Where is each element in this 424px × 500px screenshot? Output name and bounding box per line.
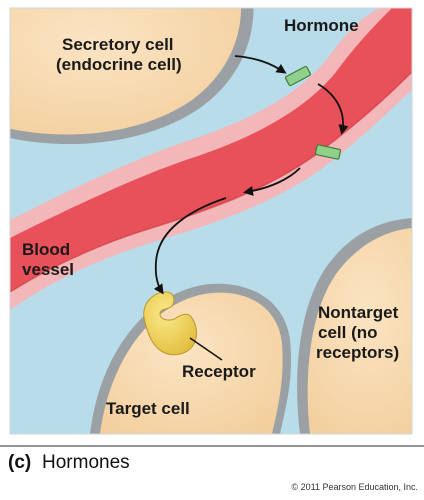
- blood-vessel-label-line1: Blood: [22, 240, 70, 259]
- nontarget-cell-label-line3: receptors): [316, 343, 399, 362]
- diagram-panel: Secretory cell (endocrine cell) Hormone …: [10, 8, 412, 434]
- receptor: [143, 291, 197, 356]
- hormone-label: Hormone: [284, 16, 359, 35]
- blood-vessel: [10, 8, 412, 310]
- arrow-transport-2: [243, 167, 301, 196]
- receptor-label: Receptor: [182, 362, 256, 381]
- target-cell-label: Target cell: [106, 399, 190, 418]
- nontarget-cell: [297, 218, 412, 434]
- receptor-pointer-line: [189, 337, 223, 361]
- arrow-to-receptor: [153, 197, 227, 295]
- secretory-cell-label-line1: Secretory cell: [62, 35, 174, 54]
- secretory-cell: [10, 8, 254, 144]
- blood-vessel-label-line2: vessel: [22, 260, 74, 279]
- target-cell: [90, 283, 291, 434]
- nontarget-cell-label-line1: Nontarget: [318, 303, 399, 322]
- secretory-cell-label-line2: (endocrine cell): [56, 55, 182, 74]
- caption-title: Hormones: [42, 452, 130, 473]
- nontarget-cell-label-line2: cell (no: [318, 323, 378, 342]
- panel-frame: [9, 7, 413, 435]
- hormone-path-arrows: [153, 55, 349, 295]
- caption-letter: (c): [8, 452, 31, 473]
- blood-lumen: [10, 8, 412, 292]
- hormone-molecule-1: [284, 65, 312, 87]
- arrow-secretion: [234, 55, 287, 74]
- copyright-notice: © 2011 Pearson Education, Inc.: [291, 482, 418, 492]
- hormone-molecule-2: [314, 144, 342, 160]
- arrow-transport-1: [317, 83, 349, 135]
